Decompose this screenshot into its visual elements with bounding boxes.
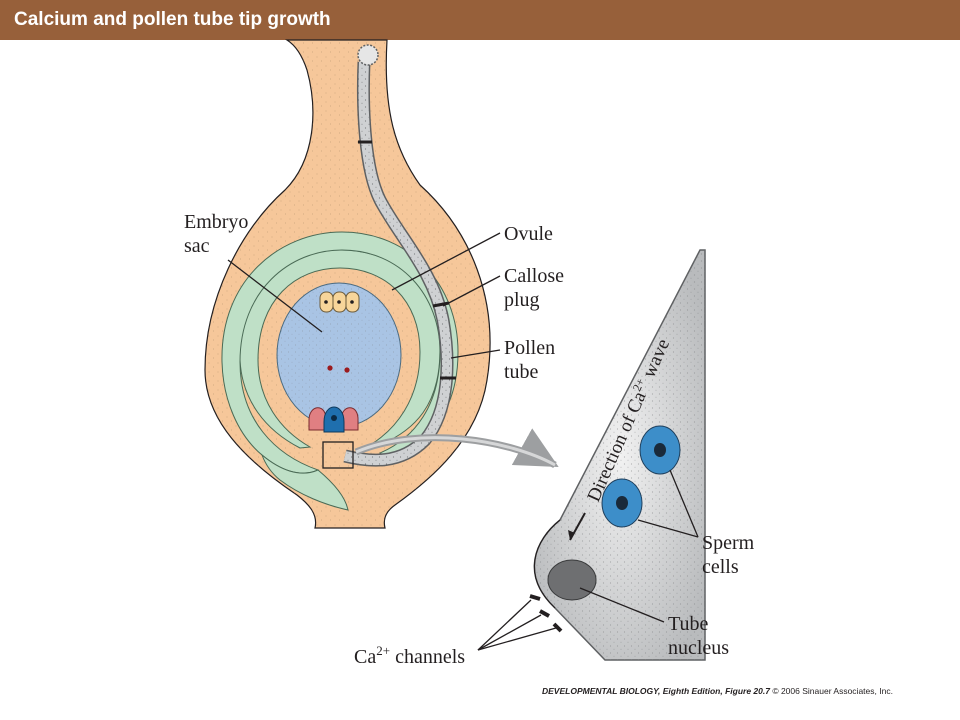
slide-title: Calcium and pollen tube tip growth xyxy=(14,9,331,30)
label-sperm-cells-1: Sperm xyxy=(702,532,755,554)
magnification-box xyxy=(322,441,354,469)
label-tube-nucleus-2: nucleus xyxy=(668,637,729,659)
antipodal-cells xyxy=(319,291,360,313)
calcium-channels xyxy=(529,594,563,633)
label-sperm-cells-2: cells xyxy=(702,556,739,578)
callose-plugs xyxy=(358,140,456,380)
figure-caption: DEVELOPMENTAL BIOLOGY, Eighth Edition, F… xyxy=(542,686,893,696)
tube-nucleus xyxy=(547,559,597,601)
title-bar: Calcium and pollen tube tip growth xyxy=(0,0,960,40)
label-embryo-sac-1: Embryo xyxy=(184,211,248,233)
label-callose-plug-2: plug xyxy=(504,289,540,311)
caption-copyright: © 2006 Sinauer Associates, Inc. xyxy=(772,686,893,696)
label-ca-channels: Ca2+ channels xyxy=(354,643,465,668)
label-pollen-tube-1: Pollen xyxy=(504,337,555,359)
sperm-cells xyxy=(601,425,681,528)
ovule-integuments xyxy=(221,231,459,511)
pollen-grain xyxy=(357,44,379,66)
label-embryo-sac-2: sac xyxy=(184,235,210,257)
label-ovule: Ovule xyxy=(504,223,553,245)
label-pollen-tube-2: tube xyxy=(504,361,539,383)
egg-apparatus xyxy=(308,406,359,433)
label-callose-plug-1: Callose xyxy=(504,265,564,287)
label-tube-nucleus-1: Tube xyxy=(668,613,709,635)
caption-book: DEVELOPMENTAL BIOLOGY, Eighth Edition, F… xyxy=(542,686,770,696)
polar-nucleus xyxy=(344,367,350,373)
polar-nucleus xyxy=(327,365,333,371)
